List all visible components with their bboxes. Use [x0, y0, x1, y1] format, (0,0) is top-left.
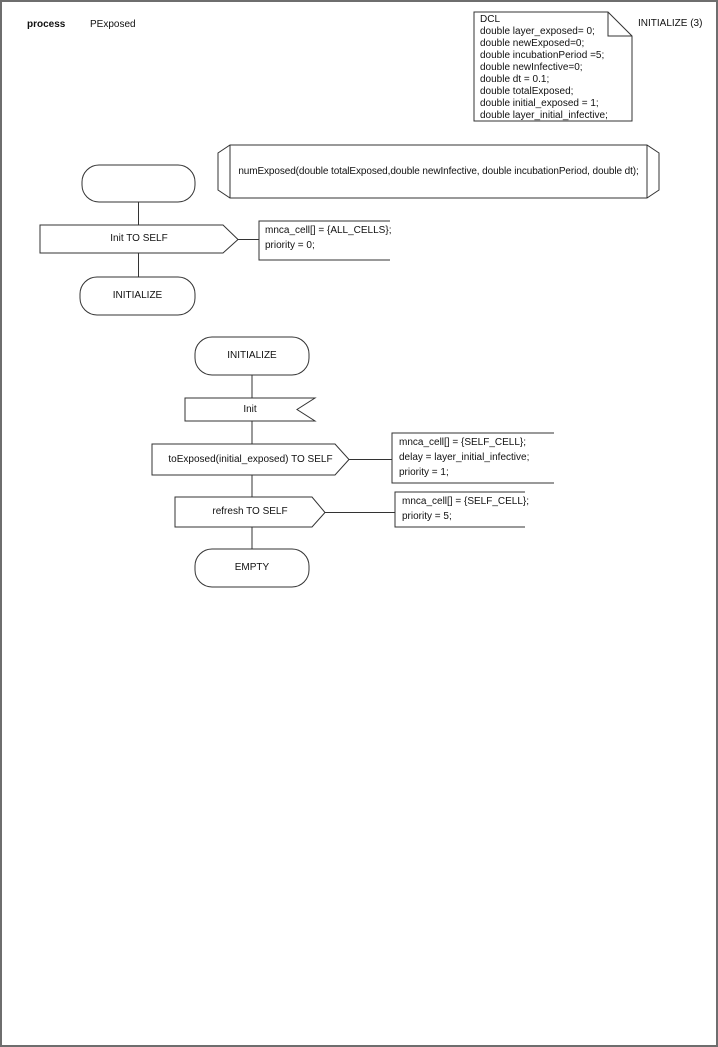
comment-line: mnca_cell[] = {SELF_CELL}; [402, 496, 530, 507]
declarations-text: DCL double layer_exposed= 0; double newE… [480, 14, 608, 122]
state-initialize2-symbol[interactable] [194, 336, 310, 376]
declaration-line: double incubationPeriod =5; [480, 50, 605, 61]
comment-refresh-text: mnca_cell[] = {SELF_CELL}; priority = 5; [402, 494, 529, 524]
signature-cap-lines [229, 145, 648, 198]
output-refresh-symbol[interactable] [174, 496, 326, 528]
output-init-label: Init TO SELF [110, 233, 168, 244]
state-initialize-symbol[interactable] [79, 276, 196, 316]
comment-line: mnca_cell[] = {ALL_CELLS}; [265, 225, 392, 236]
state-initialize-label: INITIALIZE [112, 290, 163, 301]
input-init-symbol[interactable] [184, 397, 317, 422]
comment-line: priority = 0; [265, 240, 315, 251]
declarations-note-symbol[interactable] [473, 11, 633, 122]
declaration-line: double layer_initial_infective; [480, 110, 608, 121]
output-toexposed-symbol[interactable] [151, 443, 350, 476]
declaration-line: double layer_exposed= 0; [480, 26, 595, 37]
process-keyword-label: process [27, 19, 66, 30]
state-empty-label: EMPTY [234, 562, 270, 573]
output-refresh-label: refresh TO SELF [212, 506, 288, 517]
output-toexposed-label: toExposed(initial_exposed) TO SELF [168, 453, 333, 465]
declaration-line: double initial_exposed = 1; [480, 98, 599, 109]
state-initialize2-label: INITIALIZE [227, 350, 277, 361]
comment-init-text: mnca_cell[] = {ALL_CELLS}; priority = 0; [265, 223, 391, 253]
comment-line: priority = 1; [399, 467, 449, 478]
declaration-line: DCL [480, 14, 501, 25]
note-fold-icon [607, 12, 632, 37]
declaration-line: double newInfective=0; [480, 62, 583, 73]
output-init-symbol[interactable] [39, 224, 239, 254]
comment-init-symbol[interactable] [258, 220, 390, 261]
comment-line: priority = 5; [402, 511, 452, 522]
state-empty-symbol[interactable] [194, 548, 310, 588]
comment-line: delay = layer_initial_infective; [399, 452, 530, 463]
process-name-label: PExposed [90, 19, 136, 30]
declaration-line: double newExposed=0; [480, 38, 585, 49]
comment-toexposed-symbol[interactable] [391, 432, 554, 484]
initialize-count-label: INITIALIZE (3) [638, 18, 703, 29]
comment-line: mnca_cell[] = {SELF_CELL}; [399, 437, 527, 448]
comment-refresh-symbol[interactable] [394, 491, 525, 528]
start-state-symbol[interactable] [81, 164, 196, 203]
procedure-signature-label: numExposed(double totalExposed,double ne… [238, 165, 639, 177]
declaration-line: double dt = 0.1; [480, 74, 550, 85]
input-init-label: Init [243, 403, 257, 415]
comment-toexposed-text: mnca_cell[] = {SELF_CELL}; delay = layer… [399, 435, 529, 480]
declaration-line: double totalExposed; [480, 86, 574, 97]
